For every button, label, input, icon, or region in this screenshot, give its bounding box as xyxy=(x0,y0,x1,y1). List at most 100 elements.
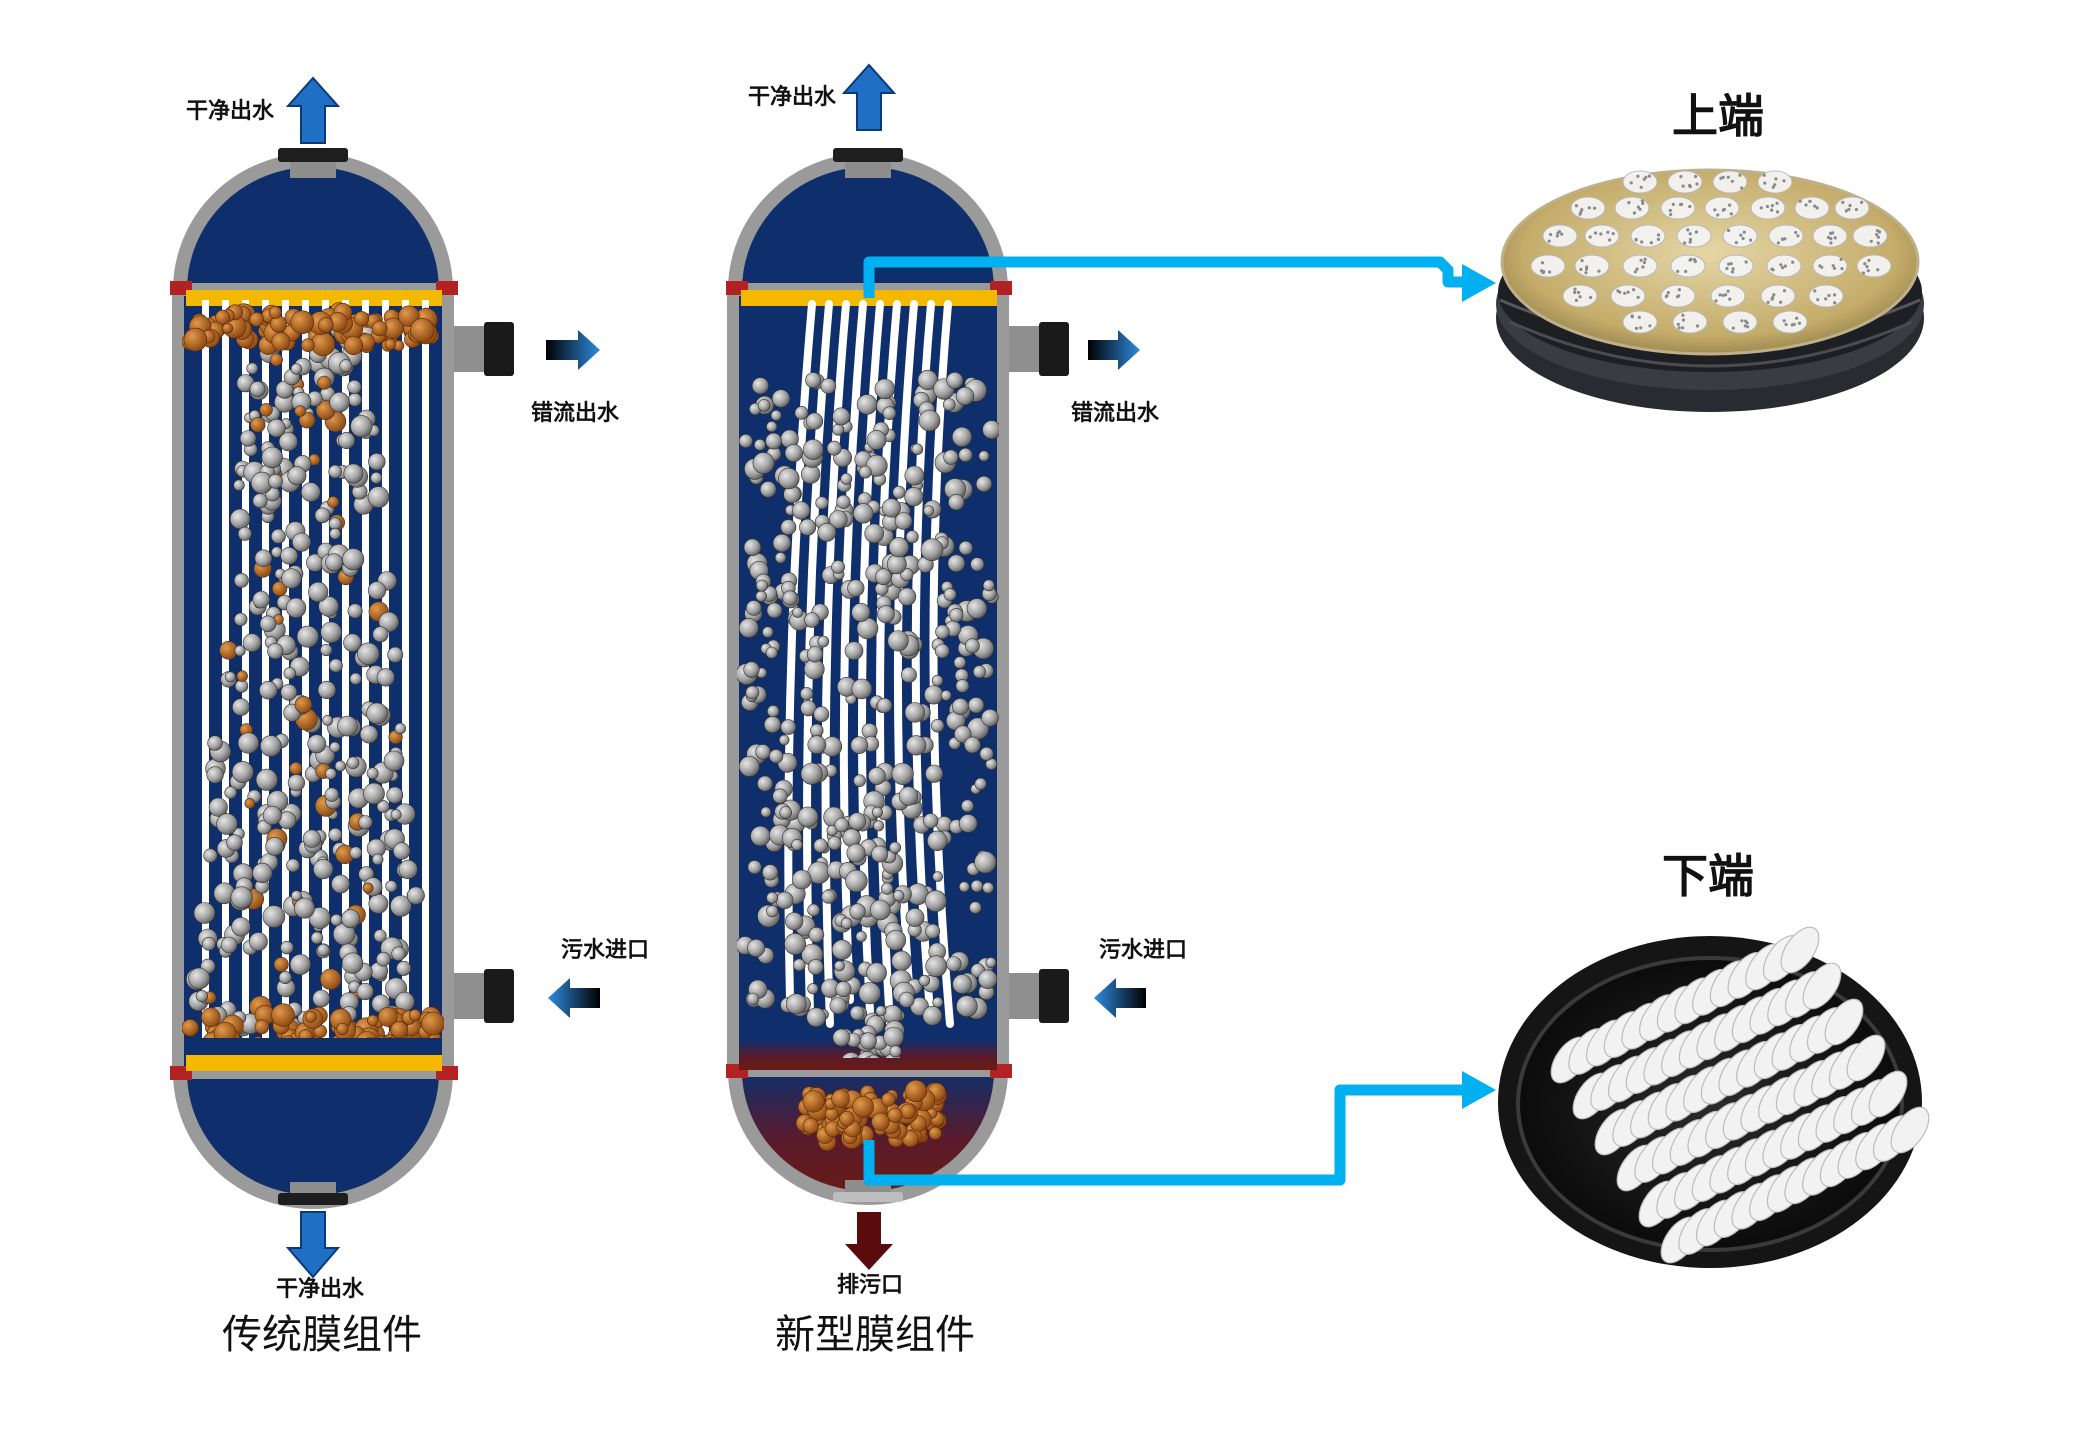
particle xyxy=(302,829,322,848)
particle xyxy=(296,625,319,648)
particle xyxy=(294,405,306,417)
particle xyxy=(779,806,793,819)
fiber-end xyxy=(1844,209,1848,213)
particle xyxy=(320,621,342,644)
fiber-end xyxy=(1648,324,1652,328)
particle xyxy=(791,869,812,890)
particle xyxy=(930,718,945,733)
particle xyxy=(859,1032,877,1050)
particle xyxy=(799,518,817,536)
particle xyxy=(851,678,873,700)
particle xyxy=(372,853,384,866)
foulant-particle xyxy=(183,327,208,352)
fiber-end xyxy=(1683,241,1687,245)
particle xyxy=(307,734,327,754)
fiber-bundle xyxy=(1712,170,1748,194)
fiber-end xyxy=(1721,293,1725,297)
particle xyxy=(286,858,300,873)
new-module: 干净出水 错流出水 污水进口 排污口 新型膜组件 xyxy=(726,63,1187,1358)
foulant-particle xyxy=(353,311,369,327)
particle xyxy=(965,638,980,654)
fiber-end xyxy=(1863,262,1867,266)
particle xyxy=(259,615,277,633)
particle xyxy=(751,377,769,395)
particle xyxy=(398,859,418,880)
particle xyxy=(358,815,373,830)
upper-end-title: 上端 xyxy=(1672,89,1764,143)
fiber-end xyxy=(1548,270,1552,274)
fiber-end xyxy=(1587,206,1591,210)
particle xyxy=(834,960,845,972)
fiber-end xyxy=(1688,237,1693,242)
fiber-bundle xyxy=(1812,254,1848,278)
particle xyxy=(262,905,286,928)
particle xyxy=(750,825,771,847)
particle xyxy=(270,528,286,544)
foulant-particle xyxy=(310,332,336,357)
particle xyxy=(220,936,238,954)
particle xyxy=(840,917,853,930)
fiber-end xyxy=(1876,241,1880,245)
particle xyxy=(743,538,762,556)
particle xyxy=(298,411,316,429)
particle xyxy=(813,706,830,723)
particle xyxy=(252,862,273,884)
fiber-end xyxy=(1585,265,1589,269)
fiber-end xyxy=(1639,258,1643,262)
fiber-end xyxy=(1716,213,1720,217)
particle xyxy=(286,597,307,619)
foulant-particle xyxy=(367,1014,379,1027)
fiber-end xyxy=(1792,322,1796,326)
fiber-end xyxy=(1739,233,1743,237)
particle xyxy=(232,698,250,716)
settled-foulant xyxy=(795,1079,947,1151)
fiber-end xyxy=(1724,293,1728,297)
particle xyxy=(248,932,268,952)
fiber-end xyxy=(1668,208,1672,213)
fiber-end xyxy=(1608,238,1612,242)
particle xyxy=(978,450,990,462)
particle xyxy=(834,817,850,833)
particle xyxy=(317,943,330,957)
foulant-particle xyxy=(301,338,315,353)
fiber-end xyxy=(1865,265,1869,269)
particle xyxy=(252,590,270,609)
fiber-end xyxy=(1829,237,1833,241)
particle xyxy=(831,939,853,960)
particle xyxy=(766,905,779,918)
particle xyxy=(766,891,779,904)
upper-end-photo: 上端 xyxy=(1496,89,1924,412)
particle xyxy=(356,982,374,1001)
side-inlet-label: 污水进口 xyxy=(561,938,649,963)
particle xyxy=(747,938,766,957)
particle xyxy=(255,768,278,791)
fiber-bundle xyxy=(1667,170,1703,194)
particle xyxy=(308,581,329,603)
particle xyxy=(923,505,935,516)
particle xyxy=(935,624,950,640)
fiber-end xyxy=(1693,174,1698,179)
fiber-end xyxy=(1695,324,1700,328)
particle xyxy=(234,612,248,627)
fiber-end xyxy=(1731,267,1735,271)
fiber-end xyxy=(1781,266,1785,270)
particle xyxy=(234,645,246,657)
fiber-end xyxy=(1588,235,1592,239)
particle xyxy=(310,931,324,945)
fiber-loop xyxy=(1868,1070,1908,1118)
fiber-end xyxy=(1689,257,1693,261)
foulant-particle xyxy=(900,1103,916,1120)
fiber-end xyxy=(1833,301,1837,305)
fiber-end xyxy=(1627,201,1631,205)
particle xyxy=(920,538,944,562)
fiber-end xyxy=(1574,298,1578,302)
particle xyxy=(951,426,972,447)
foulant-particle xyxy=(887,1107,903,1123)
particle xyxy=(943,588,957,601)
particle xyxy=(800,699,817,717)
particle xyxy=(233,573,249,588)
particle xyxy=(817,635,830,648)
particle xyxy=(875,1005,887,1017)
particle xyxy=(858,982,881,1005)
